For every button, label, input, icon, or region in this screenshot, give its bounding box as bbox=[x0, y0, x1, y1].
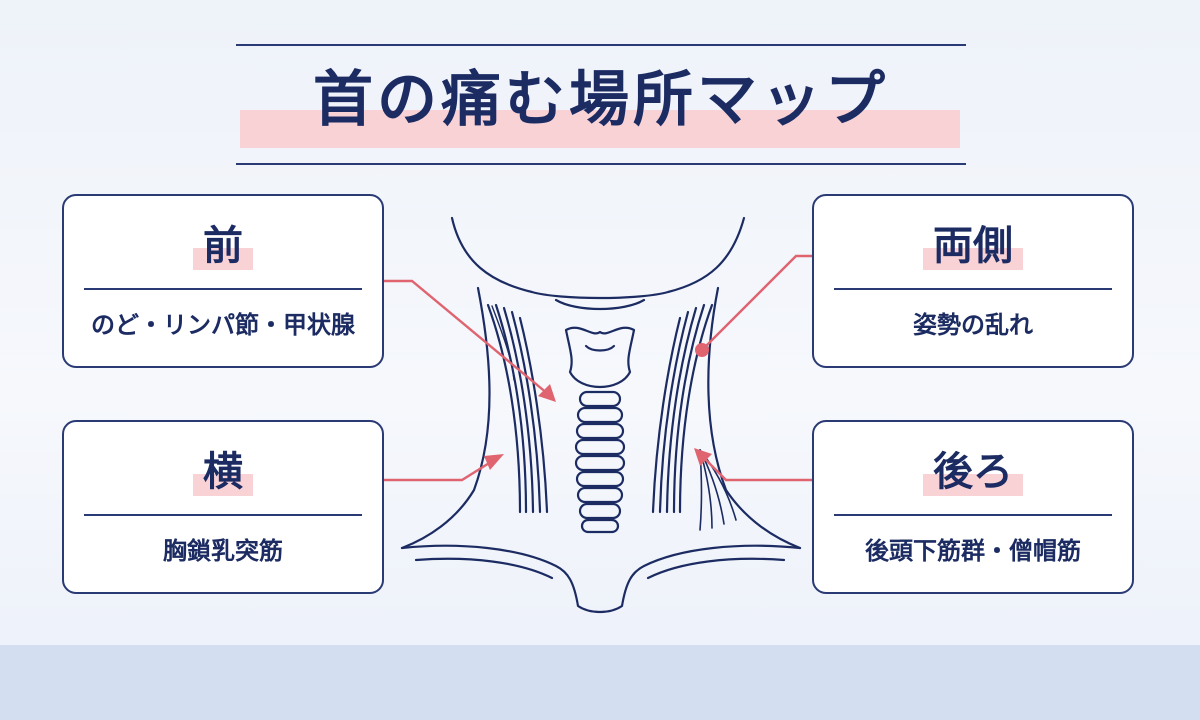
card-both-divider bbox=[834, 288, 1112, 290]
card-side-desc: 胸鎖乳突筋 bbox=[163, 537, 283, 565]
card-back: 後ろ 後頭下筋群・僧帽筋 bbox=[812, 420, 1134, 594]
dot-both-icon bbox=[695, 343, 709, 357]
card-side: 横 胸鎖乳突筋 bbox=[62, 420, 384, 594]
card-front-divider bbox=[84, 288, 362, 290]
title-rule-bottom bbox=[236, 163, 966, 165]
card-back-desc: 後頭下筋群・僧帽筋 bbox=[865, 537, 1081, 565]
arrow-back-icon bbox=[694, 448, 712, 466]
connector-back bbox=[698, 452, 814, 482]
arrow-front-icon bbox=[538, 384, 556, 402]
card-both: 両側 姿勢の乱れ bbox=[812, 194, 1134, 368]
card-back-divider bbox=[834, 514, 1112, 516]
page-title: 首の痛む場所マップ bbox=[313, 65, 889, 135]
connector-front bbox=[382, 279, 550, 396]
bottom-band bbox=[0, 645, 1200, 720]
arrow-side-icon bbox=[484, 454, 504, 470]
title-rule-top bbox=[236, 44, 966, 46]
connector-side bbox=[382, 458, 496, 482]
card-front: 前 のど・リンパ節・甲状腺 bbox=[62, 194, 384, 368]
card-side-label: 横 bbox=[193, 446, 253, 498]
card-both-desc: 姿勢の乱れ bbox=[913, 311, 1033, 339]
card-both-label: 両側 bbox=[923, 220, 1023, 272]
connector-markers bbox=[484, 343, 712, 470]
card-back-label: 後ろ bbox=[923, 446, 1023, 498]
title-highlight bbox=[240, 110, 960, 148]
card-front-desc: のど・リンパ節・甲状腺 bbox=[91, 311, 355, 339]
connector-both bbox=[700, 254, 814, 352]
neck-anatomy-icon bbox=[400, 216, 802, 614]
connector-lines bbox=[382, 254, 814, 482]
card-front-label: 前 bbox=[193, 220, 253, 272]
card-side-divider bbox=[84, 514, 362, 516]
